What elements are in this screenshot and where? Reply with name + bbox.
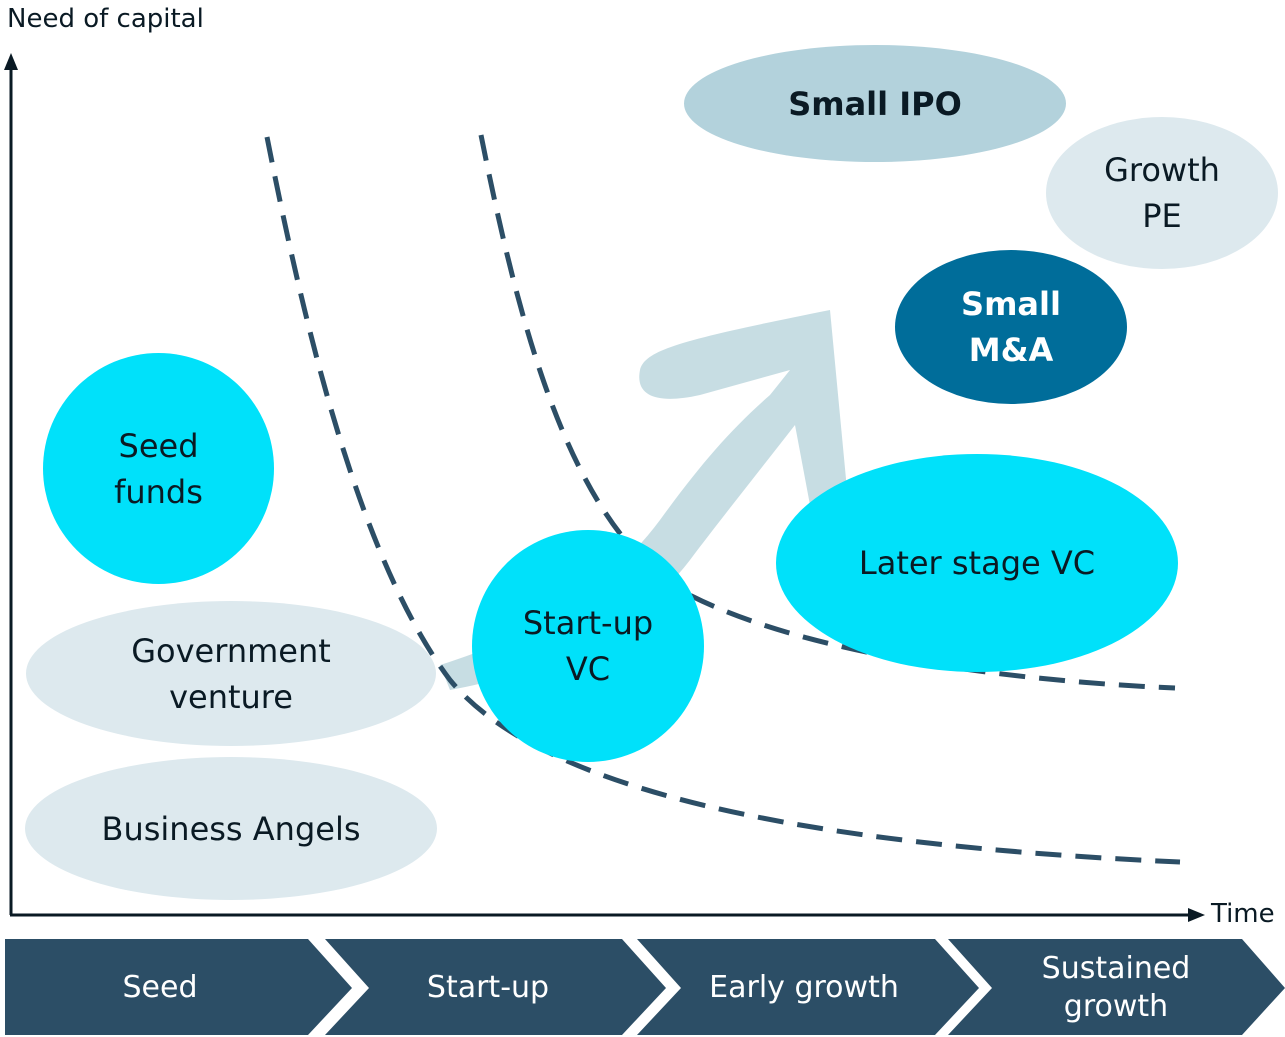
stage-chevron-seed xyxy=(5,939,352,1035)
y-axis-label: Need of capital xyxy=(7,4,204,34)
small-ma-label-line2: M&A xyxy=(968,331,1054,369)
government-venture-bubble: Government venture xyxy=(26,601,436,746)
government-venture-label-line1: Government xyxy=(131,631,331,670)
dashed-curve-1 xyxy=(264,136,1181,865)
x-axis-arrowhead xyxy=(1188,908,1205,922)
seed-funds-bubble: Seed funds xyxy=(43,353,274,584)
stage-startup-text: Start-up xyxy=(426,970,550,1005)
stage-chevron-sustained-growth xyxy=(948,939,1285,1035)
government-venture-label-line2: venture xyxy=(169,677,293,716)
seed-funds-label-line1: Seed xyxy=(118,426,199,465)
stage-chevron-startup xyxy=(325,939,666,1035)
growth-pe-bubble: Growth PE xyxy=(1046,117,1278,269)
stage-sustained-growth-line1: Sustained xyxy=(1041,951,1191,986)
startup-vc-bubble: Start-up VC xyxy=(472,530,704,762)
stage-sustained-growth-line2: growth xyxy=(1063,989,1169,1024)
y-axis-arrowhead xyxy=(4,53,18,70)
small-ipo-bubble: Small IPO xyxy=(684,45,1066,162)
x-axis-label: Time xyxy=(1211,899,1275,929)
small-ma-label-line1: Small xyxy=(961,285,1061,323)
seed-funds-label-line2: funds xyxy=(114,472,203,511)
later-stage-vc-label: Later stage VC xyxy=(858,544,1096,582)
stage-seed-text: Seed xyxy=(122,970,198,1005)
stage-early-growth-text: Early growth xyxy=(709,970,899,1005)
business-angels-bubble: Business Angels xyxy=(25,757,437,900)
stage-seed-label: Seed xyxy=(20,942,300,1034)
stage-sustained-growth-label: Sustained growth xyxy=(996,942,1236,1034)
small-ma-bubble: Small M&A xyxy=(895,250,1127,404)
stage-startup-label: Start-up xyxy=(370,942,606,1034)
startup-vc-label-line2: VC xyxy=(565,650,611,688)
business-angels-label: Business Angels xyxy=(101,809,361,848)
later-stage-vc-bubble: Later stage VC xyxy=(776,454,1178,672)
stage-chevron-early-growth xyxy=(637,939,979,1035)
small-ipo-label: Small IPO xyxy=(788,84,962,123)
growth-pe-label-line2: PE xyxy=(1142,197,1182,235)
growth-pe-label-line1: Growth xyxy=(1104,151,1220,189)
stage-early-growth-label: Early growth xyxy=(684,942,924,1034)
startup-vc-label-line1: Start-up xyxy=(522,604,654,642)
